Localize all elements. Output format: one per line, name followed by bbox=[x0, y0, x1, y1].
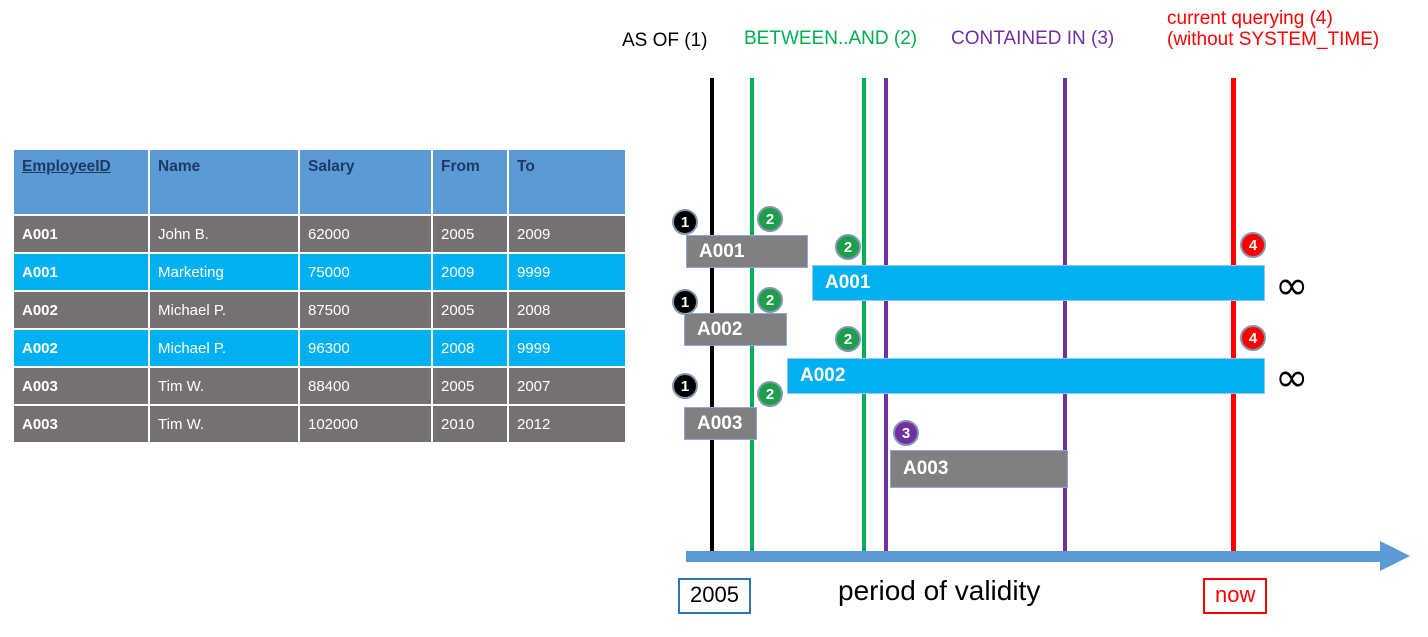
employee-table: EmployeeID Name Salary From To A001 John… bbox=[12, 148, 627, 444]
bar-a001-current: A001 bbox=[812, 265, 1265, 301]
cell-to: 9999 bbox=[509, 330, 625, 366]
table-row: A003 Tim W. 102000 2010 2012 bbox=[14, 406, 625, 442]
column-header-employeeid: EmployeeID bbox=[14, 150, 148, 214]
legend-current-querying: current querying (4) (without SYSTEM_TIM… bbox=[1167, 8, 1379, 51]
cell-to: 2008 bbox=[509, 292, 625, 328]
column-header-to: To bbox=[509, 150, 625, 214]
bar-a001-historic: A001 bbox=[686, 235, 808, 268]
legend-as-of: AS OF (1) bbox=[622, 30, 708, 51]
cell-salary: 88400 bbox=[300, 368, 431, 404]
infinity-icon: ∞ bbox=[1275, 263, 1309, 309]
cell-name: Michael P. bbox=[150, 330, 298, 366]
cell-from: 2005 bbox=[433, 216, 507, 252]
cell-name: Michael P. bbox=[150, 292, 298, 328]
axis-start-label: 2005 bbox=[678, 578, 751, 614]
legend-current-querying-line2: (without SYSTEM_TIME) bbox=[1167, 29, 1380, 51]
cell-name: Tim W. bbox=[150, 368, 298, 404]
table-row: A001 Marketing 75000 2009 9999 bbox=[14, 254, 625, 290]
table-row: A003 Tim W. 88400 2005 2007 bbox=[14, 368, 625, 404]
axis-end-label: now bbox=[1203, 578, 1268, 614]
query-line-contained-end bbox=[1063, 78, 1067, 558]
cell-name: John B. bbox=[150, 216, 298, 252]
query-line-between-end bbox=[862, 78, 866, 558]
table-header-row: EmployeeID Name Salary From To bbox=[14, 150, 625, 214]
cell-to: 2007 bbox=[509, 368, 625, 404]
cell-to: 9999 bbox=[509, 254, 625, 290]
bar-a002-current: A002 bbox=[787, 358, 1265, 394]
cell-employeeid: A002 bbox=[14, 292, 148, 328]
cell-from: 2005 bbox=[433, 368, 507, 404]
cell-name: Marketing bbox=[150, 254, 298, 290]
marker-2: 2 bbox=[757, 287, 783, 313]
cell-from: 2009 bbox=[433, 254, 507, 290]
axis-title: period of validity bbox=[838, 575, 1041, 606]
marker-1: 1 bbox=[672, 373, 698, 399]
legend-between-and: BETWEEN..AND (2) bbox=[744, 28, 918, 49]
cell-salary: 87500 bbox=[300, 292, 431, 328]
marker-3: 3 bbox=[893, 420, 919, 446]
bar-a002-historic: A002 bbox=[684, 313, 787, 346]
legend-current-querying-line1: current querying (4) bbox=[1167, 8, 1333, 29]
legend-contained-in: CONTAINED IN (3) bbox=[951, 28, 1115, 49]
query-line-contained-start bbox=[884, 78, 888, 558]
marker-4: 4 bbox=[1240, 325, 1266, 351]
cell-employeeid: A003 bbox=[14, 368, 148, 404]
cell-from: 2005 bbox=[433, 292, 507, 328]
cell-employeeid: A001 bbox=[14, 254, 148, 290]
cell-employeeid: A002 bbox=[14, 330, 148, 366]
query-line-now bbox=[1231, 78, 1236, 558]
marker-4: 4 bbox=[1240, 232, 1266, 258]
table-row: A002 Michael P. 87500 2005 2008 bbox=[14, 292, 625, 328]
marker-1: 1 bbox=[672, 289, 698, 315]
cell-to: 2012 bbox=[509, 406, 625, 442]
column-header-salary: Salary bbox=[300, 150, 431, 214]
column-header-name: Name bbox=[150, 150, 298, 214]
column-header-from: From bbox=[433, 150, 507, 214]
cell-salary: 96300 bbox=[300, 330, 431, 366]
marker-2: 2 bbox=[835, 326, 861, 352]
cell-employeeid: A003 bbox=[14, 406, 148, 442]
cell-salary: 102000 bbox=[300, 406, 431, 442]
table-row: A002 Michael P. 96300 2008 9999 bbox=[14, 330, 625, 366]
cell-salary: 62000 bbox=[300, 216, 431, 252]
cell-employeeid: A001 bbox=[14, 216, 148, 252]
cell-salary: 75000 bbox=[300, 254, 431, 290]
table-row: A001 John B. 62000 2005 2009 bbox=[14, 216, 625, 252]
cell-name: Tim W. bbox=[150, 406, 298, 442]
timeline-axis bbox=[686, 551, 1386, 562]
marker-2: 2 bbox=[835, 234, 861, 260]
timeline-axis-arrow-icon bbox=[1380, 541, 1410, 571]
bar-a003-historic-2: A003 bbox=[890, 450, 1068, 488]
infinity-icon: ∞ bbox=[1275, 355, 1309, 401]
cell-to: 2009 bbox=[509, 216, 625, 252]
marker-2: 2 bbox=[757, 381, 783, 407]
cell-from: 2008 bbox=[433, 330, 507, 366]
bar-a003-historic-1: A003 bbox=[684, 407, 757, 440]
marker-2: 2 bbox=[757, 206, 783, 232]
cell-from: 2010 bbox=[433, 406, 507, 442]
marker-1: 1 bbox=[672, 209, 698, 235]
